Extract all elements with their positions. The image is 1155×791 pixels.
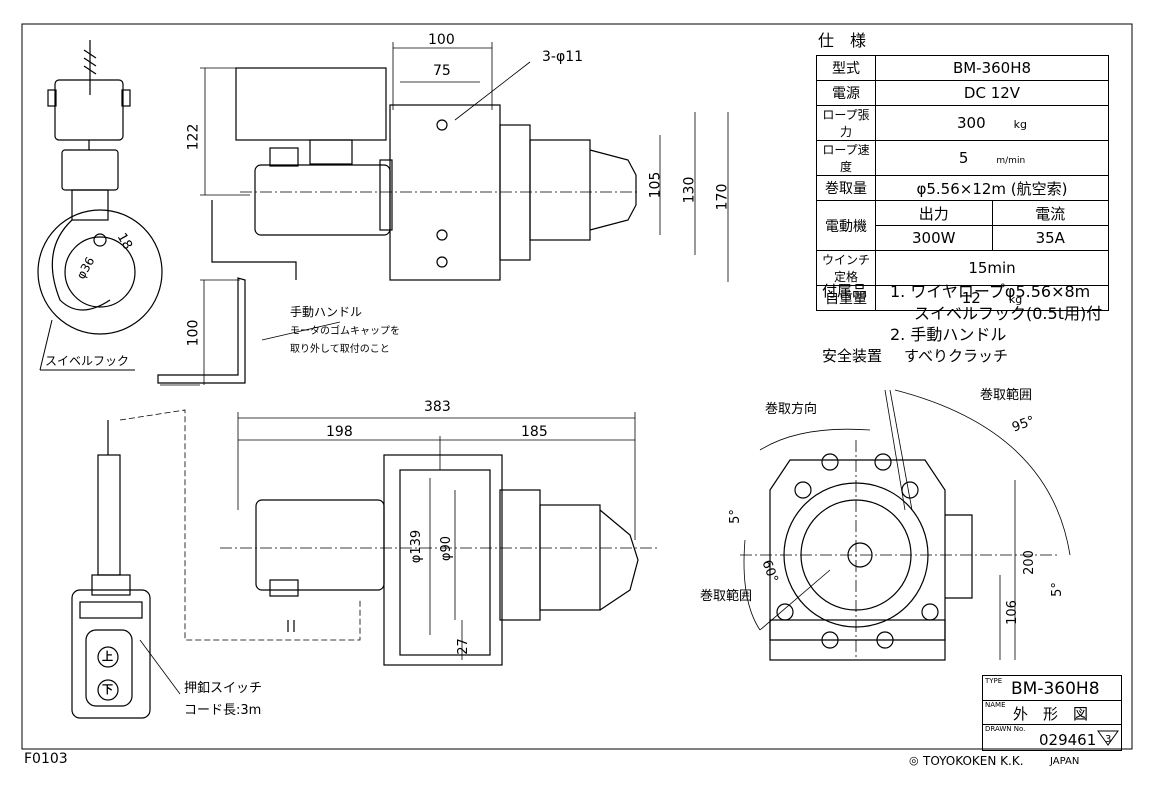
title-block: TYPE BM-360H8 NAME 外 形 図 DRAWN No. 02946… [982,675,1122,751]
company-logo-mark: ◎ [909,754,919,767]
dim-105: 105 [647,171,664,199]
spec-key: 電源 [816,80,876,106]
spec-subheader: 出力 [875,200,993,226]
spec-value: 300 kg [875,105,1109,141]
dim-3-phi-11: 3-φ11 [542,49,584,65]
dim-106: 106 [1004,600,1020,625]
dim-383: 383 [424,399,451,415]
spec-row-tension: ロープ張力 300 kg [816,105,1109,141]
safety-value: すべりクラッチ [904,347,1008,365]
name-value: 外 形 図 [1013,705,1089,723]
footer-code: F0103 [24,751,68,767]
front-view-drawing [255,454,639,666]
angle-5-left: 5° [727,509,743,524]
side-view-drawing [769,453,973,661]
spec-subvalue: 300W [875,225,993,251]
dim-130: 130 [681,176,698,204]
dim-198: 198 [326,424,353,440]
handle-note-2: 取り外して取付のこと [290,344,390,355]
pendant-switch-drawing [71,420,151,719]
spec-key: 巻取量 [816,175,876,201]
spec-key: 電動機 [816,200,876,251]
top-view-drawing [157,67,637,384]
footer-company: TOYOKOKEN K.K. [923,754,1024,768]
accessories-label: 付属品 [822,282,868,300]
title-block-drawn-row: DRAWN No. 029461 3 [983,724,1121,750]
spec-unit: kg [1013,118,1027,131]
side-view-dimension-lines [740,389,1071,660]
accessories-line-2: スイベルフック(0.5t用)付 [914,304,1103,323]
dim-100-top: 100 [428,32,455,48]
dim-170: 170 [714,183,731,211]
revision-number: 3 [1105,734,1112,745]
type-value: BM-360H8 [1011,679,1100,699]
handle-note-1: モータのゴムキャップを [290,326,400,337]
angle-5-right: 5° [1049,582,1065,597]
dim-phi-139: φ139 [409,529,425,564]
spec-key: ウインチ定格 [816,250,876,286]
spec-value: DC 12V [875,80,1109,106]
spec-row-power: 電源 DC 12V [816,80,1109,106]
dim-185: 185 [521,424,548,440]
accessories-line-1: 1. ワイヤロープφ5.56×8m [890,282,1091,301]
spec-value: 12 kg [875,285,1109,311]
dim-phi-90: φ90 [439,535,455,562]
spec-value: BM-360H8 [875,55,1109,81]
spec-value-number: 300 [957,114,986,132]
spec-row-weight: 自重量 12 kg [816,285,1109,311]
footer-country: JAPAN [1050,756,1080,767]
spec-key: ロープ張力 [816,105,876,141]
spec-row-speed: ロープ速度 5 m/min [816,140,1109,176]
front-view-dimension-lines [220,412,660,660]
spec-key: 自重量 [816,285,876,311]
spec-value-number: 12 [961,289,981,307]
spec-row-capacity: 巻取量 φ5.56×12m (航空索) [816,175,1109,201]
top-view-dimension-lines [160,42,729,386]
switch-cord-length: コード長:3m [184,703,262,718]
revision-triangle-mark [1097,730,1119,746]
name-caption: NAME [985,701,1006,709]
sheet-border [21,23,1133,750]
spec-unit: m/min [996,156,1026,166]
handle-label: 手動ハンドル [290,305,363,319]
spec-row-motor-values: 300W 35A [817,225,1109,251]
accessories-line-3: 2. 手動ハンドル [890,325,1007,344]
switch-label: 押釦スイッチ [184,681,263,696]
winding-range-top-label: 巻取範囲 [980,388,1033,403]
dim-200: 200 [1021,550,1037,575]
drawn-value: 029461 [1039,731,1097,749]
dim-75: 75 [433,63,451,79]
spec-row-rating: ウインチ定格 15min [816,250,1109,286]
spec-row-model: 型式 BM-360H8 [816,55,1109,81]
type-caption: TYPE [985,677,1003,685]
spec-key: ロープ速度 [816,140,876,176]
spec-unit: kg [1008,293,1023,306]
switch-up-label: 上 [102,650,113,663]
spec-title: 仕 様 [818,31,867,50]
spec-row-motor: 電動機 出力 電流 [816,200,1109,251]
spec-value: φ5.56×12m (航空索) [875,175,1109,201]
spec-value: 5 m/min [875,140,1109,176]
safety-label: 安全装置 [822,347,883,365]
switch-leader [139,639,181,695]
winding-direction-label: 巻取方向 [765,402,818,417]
pendant-cord [119,409,361,641]
spec-value-number: 5 [958,149,969,167]
spec-key: 型式 [816,55,876,81]
switch-down-label: 下 [102,683,113,696]
dim-27: 27 [455,638,471,655]
title-block-name-row: NAME 外 形 図 [983,700,1121,725]
title-block-type-row: TYPE BM-360H8 [983,676,1121,701]
spec-value: 15min [875,250,1109,286]
dim-100-handle: 100 [185,319,202,347]
spec-subheader: 電流 [991,200,1109,226]
hook-label: スイベルフック [45,354,130,368]
dim-122: 122 [185,123,202,151]
swivel-hook-drawing [37,40,163,335]
drawn-caption: DRAWN No. [985,725,1026,733]
spec-table: 型式 BM-360H8 電源 DC 12V ロープ張力 300 kg ロープ速度 … [816,55,1109,311]
winding-range-left-label: 巻取範囲 [700,589,753,604]
spec-subvalue: 35A [991,225,1109,251]
